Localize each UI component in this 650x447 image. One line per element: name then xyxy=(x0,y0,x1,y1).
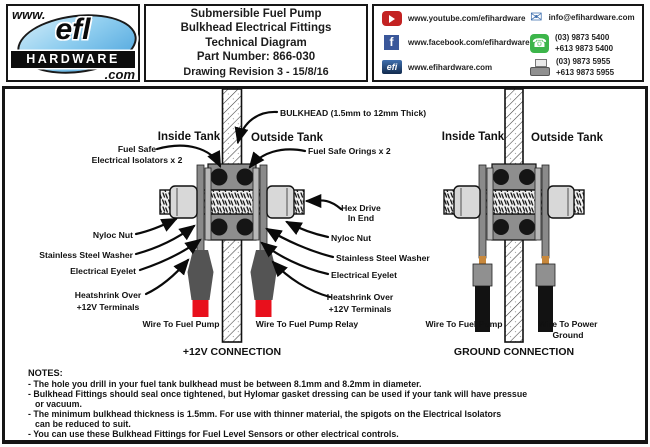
nyloc-label-left: Nyloc Nut xyxy=(93,230,133,240)
logo-hardware-banner: HARDWARE xyxy=(11,51,135,68)
note-line: - You can use these Bulkhead Fittings fo… xyxy=(28,429,399,439)
heatshrink-label-left-1: Heatshrink Over xyxy=(75,290,142,300)
isolators-label-2: Electrical Isolators x 2 xyxy=(92,155,183,165)
facebook-url: www.facebook.com/efihardware xyxy=(408,38,530,47)
email-icon: ✉ xyxy=(530,9,543,26)
inside-tank-label: Inside Tank xyxy=(158,131,221,143)
isolators-label-1: Fuel Safe xyxy=(118,144,156,154)
youtube-row: www.youtube.com/efihardware xyxy=(382,11,526,26)
hex-drive-label-1: Hex Drive xyxy=(341,203,381,213)
labels-12v: Inside Tank Outside Tank BULKHEAD (1.5mm… xyxy=(39,108,430,358)
phone-icon: ☎ xyxy=(530,33,549,53)
title-block: Submersible Fuel Pump Bulkhead Electrica… xyxy=(144,4,368,82)
fax-numbers: (03) 9873 5955 +613 9873 5955 xyxy=(556,56,614,78)
youtube-url: www.youtube.com/efihardware xyxy=(408,14,526,23)
wire-power-ground-label-2: Ground xyxy=(552,330,583,340)
washer-bar xyxy=(252,167,260,241)
inside-tank-label: Inside Tank xyxy=(442,131,505,143)
black-wire xyxy=(475,286,490,332)
note-line: - Bulkhead Fittings should seal once tig… xyxy=(28,389,528,399)
youtube-icon xyxy=(382,11,402,26)
heatshrink-label-left-2: +12V Terminals xyxy=(77,302,140,312)
washer-label-left: Stainless Steel Washer xyxy=(39,250,133,260)
eyelet-stem xyxy=(259,164,268,254)
phone-local: (03) 9873 5400 xyxy=(555,33,610,42)
fuel-safe-orings xyxy=(493,169,535,235)
crimp-connector xyxy=(472,263,493,287)
caption-12v-connection: +12V CONNECTION xyxy=(183,346,281,358)
notes-section: NOTES: - The hole you drill in your fuel… xyxy=(28,368,628,439)
title-line-3: Technical Diagram xyxy=(205,36,307,49)
assembly-ground xyxy=(443,88,585,343)
note-line: - The minimum bulkhead thickness is 1.5m… xyxy=(28,409,502,419)
facebook-row: f www.facebook.com/efihardware xyxy=(382,35,530,50)
outside-tank-label: Outside Tank xyxy=(531,132,604,144)
hex-drive-label-2: In End xyxy=(348,213,374,223)
nyloc-nuts xyxy=(453,185,575,219)
red-terminal-tip xyxy=(192,300,209,317)
crimp-connector xyxy=(535,263,556,287)
ground-wires xyxy=(472,256,556,332)
efi-hardware-logo: www. efl HARDWARE .com xyxy=(6,4,141,82)
eyelet-label-right: Electrical Eyelet xyxy=(331,270,397,280)
washer-bar xyxy=(534,167,542,241)
wire-fuel-pump-label: Wire To Fuel Pump xyxy=(142,319,219,329)
note-line: or vacuum. xyxy=(35,399,82,409)
fax-local: (03) 9873 5955 xyxy=(556,57,611,66)
logo-www-text: www. xyxy=(12,7,46,22)
washer-label-right: Stainless Steel Washer xyxy=(336,253,430,263)
wire-fuel-pump-label: Wire To Fuel Pump xyxy=(425,319,502,329)
wire-power-ground-label-1: Wire To Power xyxy=(539,319,599,329)
website-url: www.efihardware.com xyxy=(408,62,493,72)
fax-intl: +613 9873 5955 xyxy=(556,68,615,77)
phone-intl: +613 9873 5400 xyxy=(555,44,614,53)
eyelet-label-left: Electrical Eyelet xyxy=(70,266,136,276)
assembly-12v xyxy=(159,88,305,343)
title-line-2: Bulkhead Electrical Fittings xyxy=(180,22,332,35)
crimp-band xyxy=(479,256,486,264)
heatshrink-label-right-1: Heatshrink Over xyxy=(327,292,394,302)
nyloc-label-right: Nyloc Nut xyxy=(331,233,371,243)
nyloc-nuts xyxy=(169,185,295,219)
facebook-icon: f xyxy=(384,35,399,50)
title-line-1: Submersible Fuel Pump xyxy=(190,7,322,20)
labels-ground: Inside Tank Outside Tank Wire To Fuel Pu… xyxy=(425,131,603,358)
website-row: efi www.efihardware.com xyxy=(382,60,492,74)
phone-numbers: (03) 9873 5400 +613 9873 5400 xyxy=(555,32,613,54)
black-wire xyxy=(538,286,553,332)
efi-logo-icon: efi xyxy=(382,60,402,74)
fax-icon xyxy=(530,58,550,76)
fuel-safe-orings xyxy=(210,168,254,236)
caption-ground-connection: GROUND CONNECTION xyxy=(454,346,574,358)
wire-heatshrink xyxy=(187,250,214,300)
heatshrink-wires xyxy=(187,250,277,317)
heatshrink-label-right-2: +12V Terminals xyxy=(329,304,392,314)
contact-block: www.youtube.com/efihardware f www.facebo… xyxy=(372,4,644,82)
note-line: can be reduced to suit. xyxy=(35,419,131,429)
email-address: info@efihardware.com xyxy=(548,13,635,22)
drawing-revision: Drawing Revision 3 - 15/8/16 xyxy=(183,65,329,78)
email-row: ✉ info@efihardware.com xyxy=(530,10,635,25)
outside-tank-label: Outside Tank xyxy=(251,132,324,144)
part-number: Part Number: 866-030 xyxy=(196,51,316,64)
bulkhead-label: BULKHEAD (1.5mm to 12mm Thick) xyxy=(280,108,426,118)
note-line: - The hole you drill in your fuel tank b… xyxy=(28,379,422,389)
washer-bar xyxy=(204,167,212,241)
notes-heading: NOTES: xyxy=(28,368,63,378)
washer-bar xyxy=(486,167,494,241)
fax-row: (03) 9873 5955 +613 9873 5955 xyxy=(530,56,614,78)
phone-row: ☎ (03) 9873 5400 +613 9873 5400 xyxy=(530,32,613,54)
wire-fuel-pump-relay-label: Wire To Fuel Pump Relay xyxy=(256,319,359,329)
logo-efl-text: efl xyxy=(55,13,91,46)
orings-label: Fuel Safe Orings x 2 xyxy=(308,146,391,156)
red-terminal-tip xyxy=(255,300,272,317)
crimp-band xyxy=(542,256,549,264)
logo-com-text: .com xyxy=(104,67,135,82)
leader-arrows xyxy=(134,110,343,299)
wire-heatshrink xyxy=(250,250,277,300)
